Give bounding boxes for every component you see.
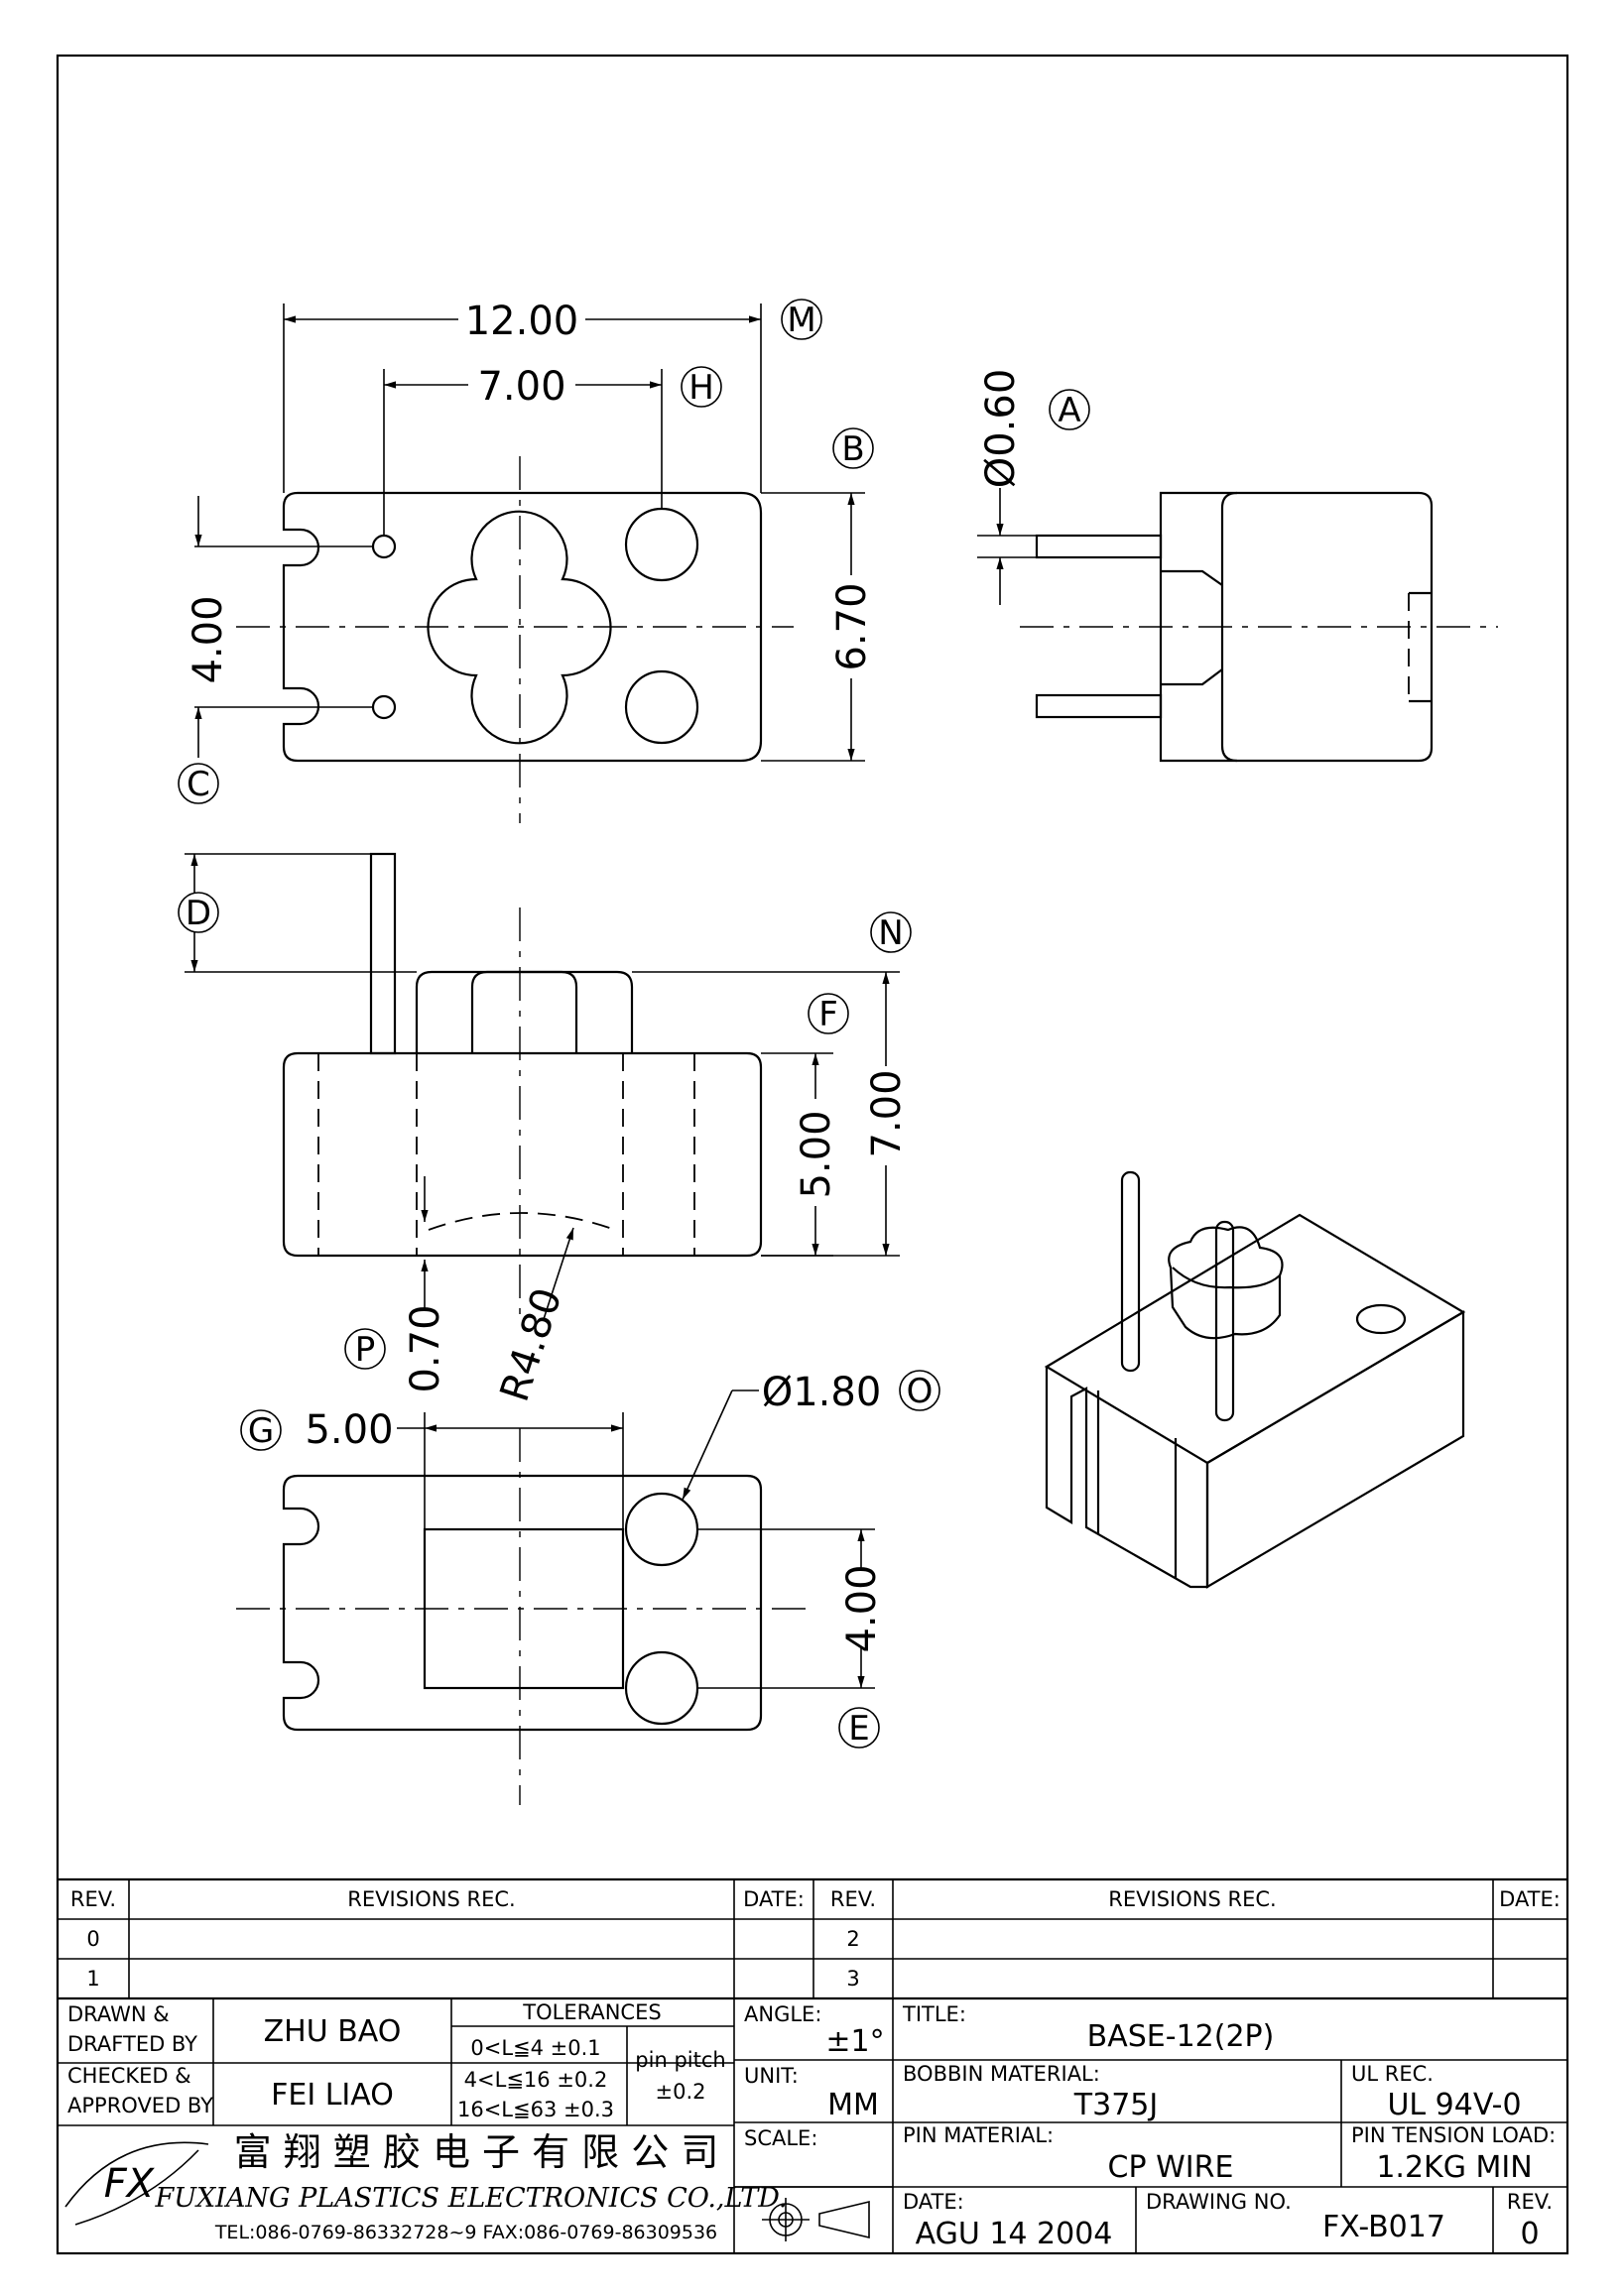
pin-tension-value: 1.2KG MIN bbox=[1376, 2150, 1532, 2185]
rev-0: 0 bbox=[86, 1927, 99, 1951]
angle-value: ±1° bbox=[825, 2024, 884, 2059]
callout-b: B bbox=[832, 427, 874, 469]
dim-0-70: 0.70 bbox=[403, 1304, 448, 1392]
angle-label: ANGLE: bbox=[744, 2002, 821, 2026]
callout-a: A bbox=[1049, 389, 1090, 430]
tolerance-row-1: 0<L≦4 ±0.1 bbox=[470, 2036, 600, 2060]
svg-text:B: B bbox=[841, 429, 864, 469]
svg-text:H: H bbox=[688, 368, 714, 408]
callout-c: C bbox=[178, 763, 219, 804]
dim-7-front: 7.00 bbox=[864, 1069, 910, 1157]
tolerance-row-3: 16<L≦63 ±0.3 bbox=[457, 2098, 614, 2121]
rev-2: 2 bbox=[846, 1927, 859, 1951]
tolerances-header: TOLERANCES bbox=[522, 2000, 661, 2024]
checked-label-2: APPROVED BY bbox=[67, 2094, 213, 2117]
dim-5-bottom: 5.00 bbox=[305, 1407, 393, 1453]
scale-label: SCALE: bbox=[744, 2126, 817, 2150]
company-name-cn: 富 翔 塑 胶 电 子 有 限 公 司 bbox=[234, 2130, 719, 2174]
date-value: AGU 14 2004 bbox=[916, 2217, 1113, 2251]
title-block: REV. REVISIONS REC. DATE: REV. REVISIONS… bbox=[58, 1877, 1567, 2253]
company-logo: FX bbox=[64, 2141, 209, 2226]
bobbin-material-label: BOBBIN MATERIAL: bbox=[903, 2062, 1100, 2086]
tolerance-row-2: 4<L≦16 ±0.2 bbox=[464, 2068, 608, 2092]
side-view: Ø0.60 bbox=[977, 369, 1498, 763]
ul-rec-label: UL REC. bbox=[1351, 2062, 1434, 2086]
drawn-label-2: DRAFTED BY bbox=[67, 2032, 197, 2056]
revisions-header-right: REVISIONS REC. bbox=[1108, 1887, 1276, 1911]
bobbin-material-value: T375J bbox=[1073, 2088, 1158, 2122]
rev-header-left: REV. bbox=[70, 1887, 116, 1911]
callout-m: M bbox=[781, 299, 822, 340]
isometric-view bbox=[1044, 1170, 1466, 1589]
date-label: DATE: bbox=[903, 2190, 964, 2214]
checked-label-1: CHECKED & bbox=[67, 2064, 191, 2088]
callout-n: N bbox=[870, 911, 912, 953]
ul-rec-value: UL 94V-0 bbox=[1387, 2088, 1521, 2122]
date-header-left: DATE: bbox=[743, 1887, 805, 1911]
rev-3: 3 bbox=[846, 1967, 859, 1991]
drawn-name: ZHU BAO bbox=[264, 2014, 402, 2049]
title-value: BASE-12(2P) bbox=[1087, 2019, 1275, 2054]
rev-1: 1 bbox=[86, 1967, 99, 1991]
rev-label: REV. bbox=[1507, 2190, 1553, 2214]
svg-text:M: M bbox=[787, 301, 815, 340]
svg-text:F: F bbox=[818, 995, 838, 1034]
pin-tension-label: PIN TENSION LOAD: bbox=[1351, 2123, 1556, 2147]
projection-symbol bbox=[762, 2198, 870, 2241]
dim-5-front: 5.00 bbox=[794, 1110, 839, 1198]
pin-pitch-label: pin pitch bbox=[635, 2048, 725, 2072]
front-view: 7.00 5.00 0.70 R4.80 bbox=[185, 852, 910, 1407]
svg-text:N: N bbox=[878, 913, 903, 953]
svg-text:G: G bbox=[248, 1411, 274, 1451]
rev-value: 0 bbox=[1520, 2217, 1539, 2251]
checked-name: FEI LIAO bbox=[271, 2078, 394, 2113]
dim-4-bottom: 4.00 bbox=[839, 1564, 885, 1652]
callout-o: O bbox=[899, 1370, 940, 1411]
svg-text:P: P bbox=[355, 1330, 376, 1370]
top-view: 12.00 7.00 6.70 4.00 bbox=[186, 299, 875, 823]
pin-material-label: PIN MATERIAL: bbox=[903, 2123, 1054, 2147]
rev-header-right: REV. bbox=[830, 1887, 876, 1911]
pin-pitch-value: ±0.2 bbox=[656, 2080, 706, 2104]
svg-text:O: O bbox=[907, 1372, 934, 1411]
drawing-no-value: FX-B017 bbox=[1322, 2210, 1445, 2244]
svg-text:E: E bbox=[848, 1709, 869, 1749]
callout-p: P bbox=[344, 1328, 386, 1370]
dim-r480: R4.80 bbox=[492, 1282, 571, 1406]
date-header-right: DATE: bbox=[1499, 1887, 1561, 1911]
dim-7: 7.00 bbox=[477, 364, 565, 410]
drawn-label-1: DRAWN & bbox=[67, 2002, 170, 2026]
unit-value: MM bbox=[827, 2088, 879, 2122]
callout-e: E bbox=[838, 1707, 880, 1749]
svg-text:A: A bbox=[1058, 391, 1080, 430]
svg-text:C: C bbox=[187, 765, 210, 804]
callout-f: F bbox=[808, 993, 849, 1034]
title-label: TITLE: bbox=[902, 2002, 966, 2026]
unit-label: UNIT: bbox=[744, 2064, 799, 2088]
dim-12: 12.00 bbox=[465, 299, 579, 344]
drawing-no-label: DRAWING NO. bbox=[1146, 2190, 1292, 2214]
pin-material-value: CP WIRE bbox=[1108, 2150, 1234, 2185]
revisions-header-left: REVISIONS REC. bbox=[347, 1887, 515, 1911]
dim-6-70: 6.70 bbox=[829, 582, 875, 670]
callout-g: G bbox=[240, 1409, 282, 1451]
svg-text:FX: FX bbox=[104, 2161, 156, 2207]
callouts: M H A B C D N F P G O E bbox=[178, 299, 1090, 1749]
callout-h: H bbox=[681, 366, 722, 408]
company-name-en: FUXIANG PLASTICS ELECTRONICS CO.,LTD. bbox=[154, 2183, 787, 2214]
dim-pin-diameter: Ø0.60 bbox=[978, 369, 1024, 489]
dim-hole-diameter: Ø1.80 bbox=[762, 1370, 882, 1415]
svg-text:D: D bbox=[186, 894, 211, 933]
dim-4-top: 4.00 bbox=[186, 595, 231, 683]
bottom-view: 5.00 Ø1.80 4.00 bbox=[236, 1370, 885, 1805]
company-contact: TEL:086-0769-86332728~9 FAX:086-0769-863… bbox=[214, 2222, 717, 2243]
callout-d: D bbox=[178, 892, 219, 933]
drawing-border bbox=[56, 54, 1569, 2255]
